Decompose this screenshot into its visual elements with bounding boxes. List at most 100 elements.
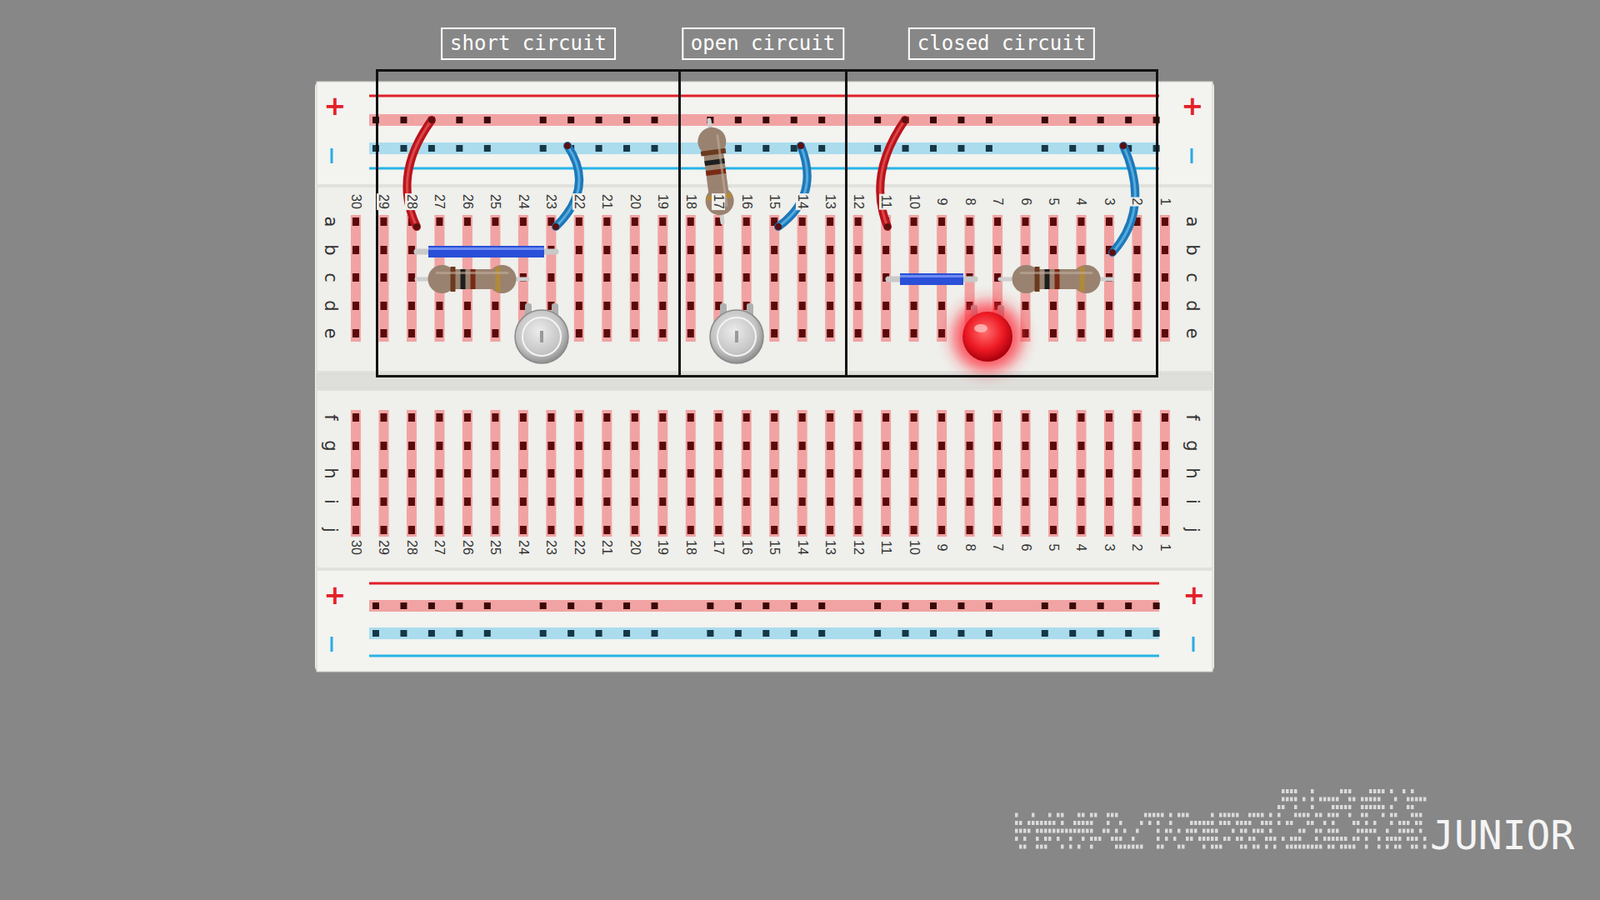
logo-dot [1410, 845, 1415, 850]
column-number: 19 [655, 539, 670, 556]
logo-dot [1298, 813, 1302, 818]
resistor-band [1080, 266, 1085, 292]
rail-hole [1097, 145, 1105, 152]
rail-hole [400, 145, 407, 152]
wire-shine [778, 145, 808, 227]
rail-hole [595, 116, 603, 124]
rail-hole [484, 602, 491, 610]
logo-dot [1377, 836, 1381, 841]
terminal-hole [882, 245, 890, 255]
logo-dot [1140, 845, 1144, 850]
logo-dot [1077, 813, 1081, 818]
logo-dot [1123, 845, 1127, 850]
logo-dot [1331, 813, 1335, 818]
logo-dot [1110, 836, 1115, 841]
logo-dot [1310, 805, 1315, 810]
terminal-hole [799, 441, 806, 450]
rail-hole [957, 630, 965, 637]
terminal-hole [1161, 329, 1169, 338]
terminal-hole [799, 217, 806, 226]
logo-dot [1256, 845, 1260, 850]
rail-hole [1069, 116, 1076, 124]
logo-dot [1302, 845, 1306, 850]
logo-dot [1077, 845, 1081, 850]
terminal-hole [743, 441, 750, 450]
rail-plus-line [369, 95, 1160, 98]
column-number: 21 [600, 193, 614, 210]
logo-dot [1394, 813, 1398, 818]
terminal-hole [631, 413, 639, 422]
resistor-cap [704, 185, 736, 217]
terminal-hole [799, 413, 806, 422]
rail-hole [985, 145, 993, 152]
terminal-strip [797, 410, 808, 537]
rail-hole [1041, 145, 1049, 152]
logo-dot [1290, 789, 1294, 794]
terminal-hole [659, 441, 666, 450]
logo-dot [1365, 836, 1369, 841]
terminal-hole [631, 245, 639, 255]
rail-plus-line [369, 582, 1160, 585]
logo-dot [1373, 805, 1377, 810]
terminal-hole [435, 441, 443, 450]
terminal-hole [1133, 301, 1140, 310]
terminal-hole [855, 469, 862, 478]
terminal-hole [352, 469, 360, 478]
terminal-strip [880, 410, 891, 537]
terminal-hole [1161, 497, 1169, 506]
terminal-hole [352, 245, 360, 255]
column-number: 5 [1046, 197, 1060, 207]
logo-dot [1210, 836, 1215, 841]
terminal-hole [1161, 301, 1169, 310]
jumper-shine [900, 275, 964, 278]
resistor-band [450, 266, 456, 292]
logo-dot [1198, 836, 1202, 841]
terminal-hole [910, 441, 918, 450]
logo-dot [1335, 813, 1340, 818]
logo-dot [1419, 829, 1423, 834]
terminal-hole [938, 245, 945, 255]
terminal-hole [715, 413, 722, 422]
terminal-hole [435, 329, 443, 338]
logo-dot [1340, 845, 1344, 850]
logo-dot [1156, 820, 1160, 825]
terminal-hole [994, 497, 1001, 506]
terminal-strip [1048, 410, 1059, 537]
rail-hole [651, 145, 659, 152]
row-letter: h [321, 466, 340, 480]
terminal-hole [994, 217, 1001, 226]
rail-hole [985, 630, 993, 637]
terminal-hole [770, 469, 778, 478]
logo-dot [1056, 813, 1060, 818]
board-section [316, 570, 1213, 672]
terminal-strip [462, 410, 473, 537]
terminal-hole [1133, 245, 1140, 255]
logo-dot [1402, 789, 1406, 794]
terminal-strip [909, 410, 920, 537]
rail-hole [455, 630, 463, 637]
logo-dot [1152, 813, 1156, 818]
logo-dot [1381, 813, 1385, 818]
terminal-strip [1131, 215, 1142, 342]
terminal-strip [1075, 410, 1086, 537]
logo-dot [1190, 836, 1194, 841]
terminal-hole [938, 413, 945, 422]
rail-hole [1041, 116, 1049, 124]
terminal-hole [1077, 217, 1085, 226]
rail-hole [400, 116, 407, 124]
logo-dot [1044, 845, 1048, 850]
row-letter: b [1183, 243, 1201, 256]
row-letter: e [321, 327, 340, 340]
column-number: 17 [711, 539, 725, 556]
logo-dot [1373, 820, 1377, 825]
logo-dot [1390, 805, 1394, 810]
logo-dot [1298, 836, 1302, 841]
terminal-hole [910, 245, 918, 255]
rail-hole [985, 602, 993, 610]
terminal-strip [797, 215, 808, 342]
logo-dot [1131, 836, 1135, 841]
logo-dot [1352, 836, 1356, 841]
logo-dot [1385, 845, 1390, 850]
resistor-cap [1072, 265, 1101, 294]
logo-dot [1390, 813, 1394, 818]
